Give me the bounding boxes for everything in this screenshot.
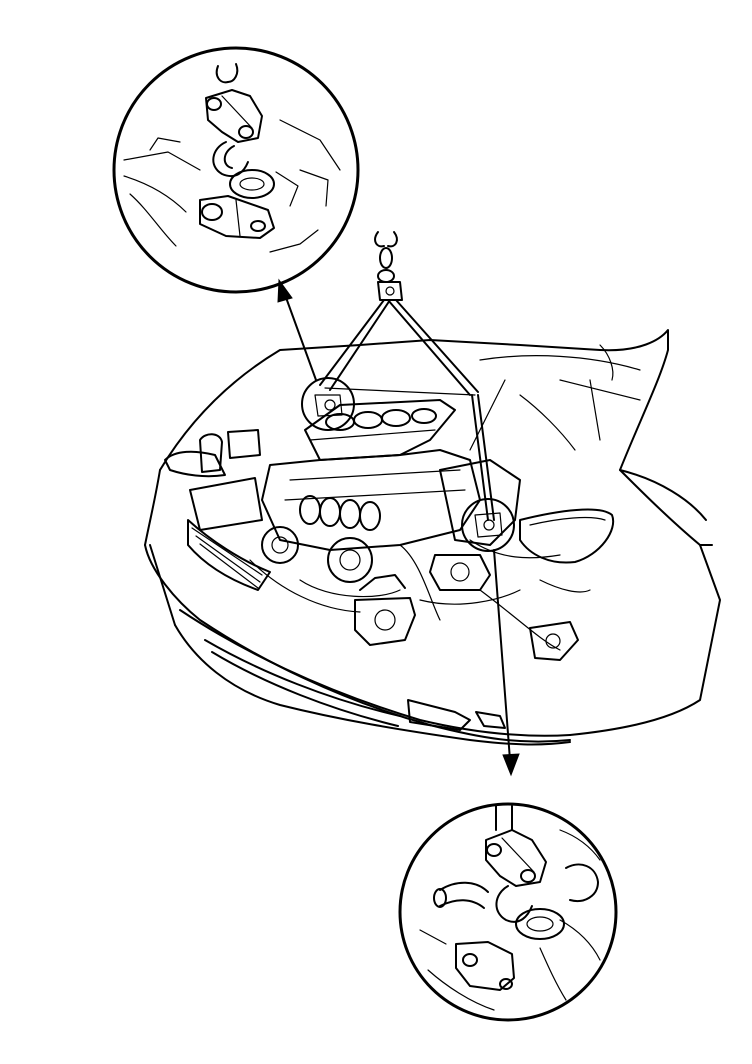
leader-arrow-lower: [493, 549, 520, 777]
vehicle-front-body: [144, 329, 721, 746]
leader-arrow-upper: [277, 278, 317, 381]
callout-circle-rear: [461, 498, 515, 552]
callout-circle-front: [301, 377, 355, 431]
detail-inset-upper: [112, 46, 360, 294]
engine-assembly: [189, 379, 641, 661]
detail-inset-lower: [398, 802, 618, 1022]
